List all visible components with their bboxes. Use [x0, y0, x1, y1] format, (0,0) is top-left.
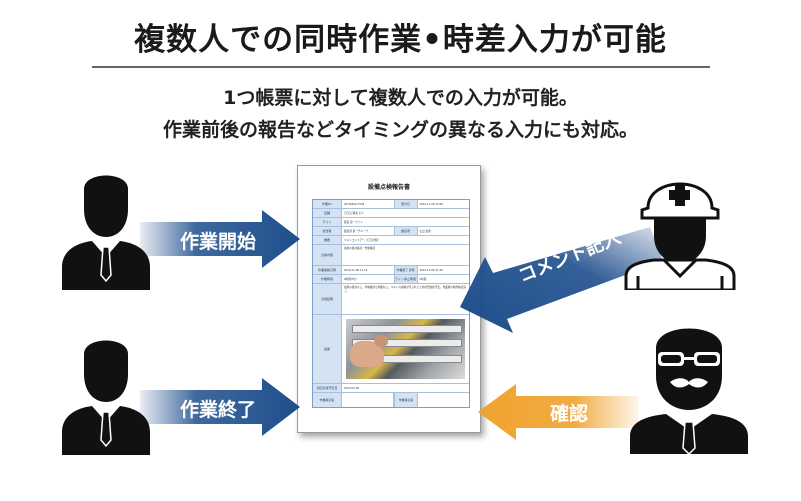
form-row: 担当者 製造部 第一グループ 責任者 山田 太郎 — [313, 227, 469, 236]
page-title: 複数人での同時作業•時差入力が可能 — [134, 22, 667, 58]
form-label: 作業者記名 — [394, 393, 418, 407]
form-label: 作業開始日時 — [313, 266, 342, 274]
worker-person-icon — [62, 165, 150, 294]
form-label: 次回点検予定日 — [313, 384, 342, 392]
right-arrow-shape — [140, 210, 300, 268]
form-value: 2019-11-08 11:15 — [344, 268, 368, 272]
form-value: 0時間 — [419, 278, 427, 281]
form-row: 店舗 〇〇店 関東 ビル — [313, 209, 469, 218]
comment-arrow: コメント記入 — [455, 225, 665, 335]
form-row: 画像 — [313, 315, 469, 384]
form-row: 次回点検予定日 2020-02-08 — [313, 384, 469, 393]
form-label: 画像 — [313, 315, 342, 383]
form-value: 0078-B42-HY28 — [344, 202, 365, 206]
left-arrow-shape — [478, 384, 638, 440]
form-value: 製造 第一ライン — [344, 221, 363, 224]
subtitle-line-2: 作業前後の報告などタイミングの異なる入力にも対応。 — [162, 119, 638, 141]
diagonal-arrow-shape — [460, 227, 663, 333]
photo-detail — [352, 325, 462, 333]
form-value: 電源の異常なし。作動確認も問題なし。ベルトの摩耗が見られたため次回交換予定。作業… — [344, 286, 466, 293]
photo-detail — [374, 335, 388, 347]
form-row: 機器 ベルトコンベアー（〇〇社製） — [313, 236, 469, 245]
hardhat-person-icon — [624, 182, 736, 292]
form-value: 〇〇店 関東 ビル — [344, 212, 364, 215]
form-value: 2020-02-08 — [344, 386, 360, 390]
form-label: 作業終了日時 — [393, 266, 418, 274]
manager-silhouette-icon — [630, 328, 748, 456]
form-value — [342, 393, 394, 407]
form-label: 作業者記名 — [313, 393, 342, 407]
form-label: ライン停止時間 — [393, 275, 418, 283]
form-row: 作業者記名 作業者記名 — [313, 393, 469, 407]
form-label: 受付日 — [393, 200, 418, 208]
form-row: 点検結果 電源の異常なし。作動確認も問題なし。ベルトの摩耗が見られたため次回交換… — [313, 284, 469, 315]
form-label: 点検内容 — [313, 245, 342, 265]
form-value: 0時間35分 — [344, 278, 357, 281]
form-label: 作業時間 — [313, 275, 342, 283]
form-label: 作業No — [313, 200, 342, 208]
confirm-arrow: 確認 — [478, 384, 638, 440]
form-row: 作業開始日時 2019-11-08 11:15 作業終了日時 2019-11-0… — [313, 266, 469, 275]
form-label: 責任者 — [393, 227, 418, 235]
form-row: 作業時間 0時間35分 ライン停止時間 0時間 — [313, 275, 469, 284]
form-row: ライン 製造 第一ライン — [313, 218, 469, 227]
photo-detail — [352, 339, 462, 347]
form-row: 点検内容 電源の異常確認・作動確認 — [313, 245, 469, 266]
hardhat-worker-icon — [620, 158, 740, 294]
form-value: ベルトコンベアー（〇〇社製） — [344, 239, 381, 242]
worker-person-icon — [62, 330, 150, 459]
form-label: 担当者 — [313, 227, 342, 235]
form-label: 店舗 — [313, 209, 342, 217]
form-value: 電源の異常確認・作動確認 — [344, 247, 376, 250]
right-arrow-shape — [140, 378, 300, 436]
form-row: 作業No 0078-B42-HY28 受付日 2019-11-08 10:00 — [313, 200, 469, 209]
report-form: 作業No 0078-B42-HY28 受付日 2019-11-08 10:00 … — [312, 199, 470, 408]
title-underline — [92, 66, 710, 68]
form-value — [418, 393, 469, 407]
form-value: 山田 太郎 — [419, 230, 431, 233]
report-document: 設備点検報告書 作業No 0078-B42-HY28 受付日 2019-11-0… — [297, 165, 481, 433]
report-title: 設備点検報告書 — [367, 184, 410, 191]
end-work-arrow: 作業終了 — [140, 378, 300, 436]
form-label: 点検結果 — [313, 284, 342, 314]
form-label: ライン — [313, 218, 342, 226]
form-value: 製造部 第一グループ — [344, 230, 369, 233]
end-work-label: 作業終了 — [180, 399, 257, 421]
form-value — [342, 315, 469, 383]
form-label: 機器 — [313, 236, 342, 244]
person-silhouette-icon — [62, 340, 150, 455]
confirm-label: 確認 — [550, 403, 589, 425]
start-work-label: 作業開始 — [180, 231, 257, 253]
form-value: 2019-11-08 10:00 — [419, 202, 443, 206]
person-silhouette-icon — [62, 175, 150, 290]
form-value: 2019-11-08 11:50 — [419, 268, 443, 272]
manager-person-icon — [630, 318, 748, 458]
subtitle-line-1: 1つ帳票に対して複数人での入力が可能。 — [223, 87, 578, 109]
start-work-arrow: 作業開始 — [140, 210, 300, 268]
equipment-photo — [346, 319, 465, 379]
